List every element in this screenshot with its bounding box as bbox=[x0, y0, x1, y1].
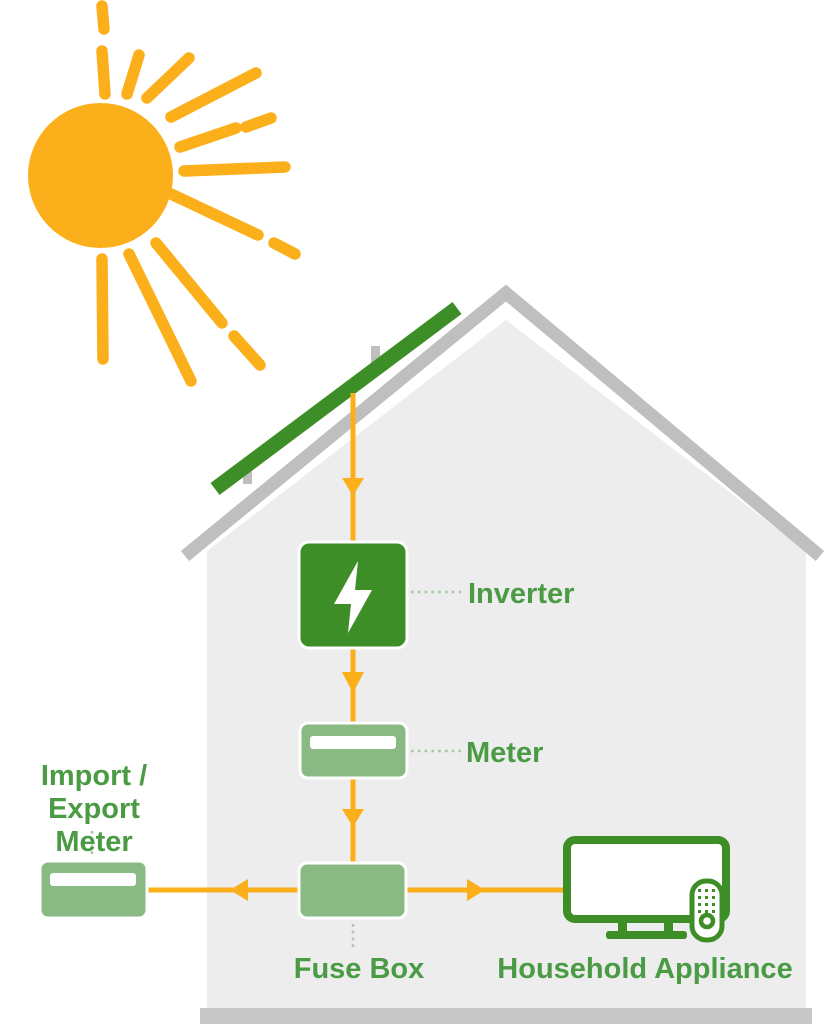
arrowhead-down bbox=[342, 809, 364, 827]
import-export-meter-box bbox=[38, 859, 149, 920]
tv-icon bbox=[563, 836, 730, 939]
solar-panel-bar bbox=[210, 301, 462, 496]
solar-panel-icon bbox=[210, 301, 462, 496]
fuse-box-icon bbox=[297, 861, 408, 920]
inverter-label: Inverter bbox=[468, 578, 575, 610]
import-export-meter-icon bbox=[38, 859, 149, 920]
import-export-meter-display bbox=[50, 873, 136, 886]
import-export-meter-label: Import / Export Meter bbox=[0, 760, 188, 859]
tv-base bbox=[606, 931, 687, 939]
sun-rays bbox=[96, 0, 301, 387]
house-ground-strip bbox=[200, 1008, 812, 1024]
label-leader-lines bbox=[90, 590, 461, 948]
tv-leg bbox=[618, 921, 627, 933]
sun-icon bbox=[28, 0, 301, 387]
arrowhead-down bbox=[342, 672, 364, 693]
remote-control-icon bbox=[689, 878, 725, 943]
sun-disc bbox=[28, 103, 173, 248]
import-export-meter-label-line1: Import / Export bbox=[40, 760, 148, 825]
fuse-box-label: Fuse Box bbox=[293, 953, 425, 985]
panel-mount-stub bbox=[371, 346, 380, 370]
meter-display bbox=[310, 736, 396, 749]
meter-box bbox=[298, 721, 409, 780]
lightning-bolt-icon bbox=[334, 561, 372, 633]
arrowhead-down bbox=[342, 478, 364, 496]
tv-leg bbox=[664, 921, 673, 933]
remote-buttons bbox=[698, 889, 715, 913]
fuse-box-box bbox=[297, 861, 408, 920]
import-export-meter-label-line2: Meter bbox=[55, 826, 133, 858]
meter-label: Meter bbox=[466, 737, 544, 769]
inverter-icon bbox=[297, 540, 409, 650]
arrowhead-left bbox=[230, 879, 248, 901]
remote-ok-button bbox=[698, 912, 716, 930]
arrowhead-right bbox=[467, 879, 485, 901]
electric-meter-icon bbox=[298, 721, 409, 780]
tv-screen bbox=[563, 836, 730, 923]
house-roof bbox=[180, 284, 825, 562]
energy-flow-arrows bbox=[148, 393, 563, 901]
household-appliance-label: Household Appliance bbox=[497, 953, 793, 985]
